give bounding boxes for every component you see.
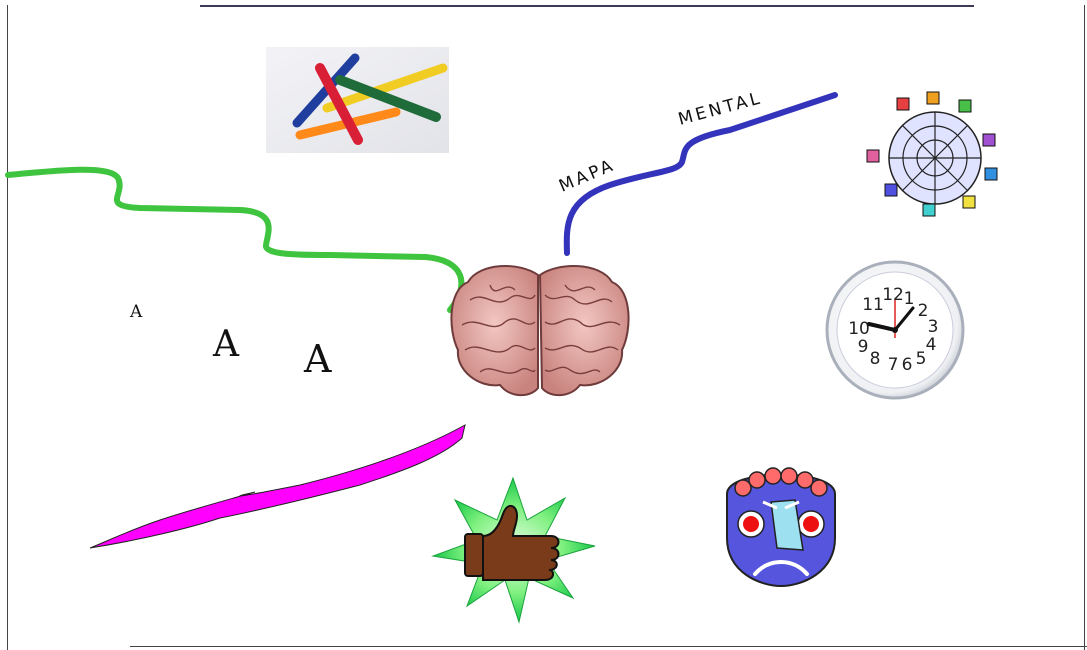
letter-a-small: A — [130, 302, 143, 322]
top-divider — [200, 5, 974, 7]
bottom-divider — [130, 646, 1087, 647]
letter-a-medium: A — [213, 324, 239, 365]
clock-numeral-3: 3 — [928, 317, 939, 337]
green-branch — [5, 166, 465, 313]
right-border — [1084, 5, 1085, 650]
left-border — [7, 5, 8, 650]
branch-label-mapa: MAPA — [556, 155, 618, 196]
clock-numeral-1: 1 — [904, 289, 915, 309]
thumbs-up-icon — [431, 476, 596, 624]
clock-numeral-5: 5 — [916, 349, 927, 369]
clock-numeral-4: 4 — [926, 335, 937, 355]
network-web-icon — [866, 91, 998, 217]
blue-branch — [563, 92, 838, 256]
clock-numeral-7: 7 — [888, 355, 899, 375]
crayons-icon — [266, 47, 449, 153]
letter-a-large: A — [304, 337, 332, 381]
clock-numeral-2: 2 — [918, 301, 929, 321]
clock-numeral-10: 10 — [848, 319, 870, 339]
clock-numeral-12: 12 — [882, 285, 904, 305]
clock-numeral-8: 8 — [870, 349, 881, 369]
clock-numeral-9: 9 — [858, 337, 869, 357]
clock-icon: 12 1 2 3 4 5 6 7 8 9 10 11 — [825, 260, 965, 400]
curved-arrow-icon — [89, 424, 466, 549]
brain-icon — [450, 265, 630, 397]
mask-face-icon — [726, 467, 836, 588]
clock-numeral-11: 11 — [862, 295, 884, 315]
clock-numeral-6: 6 — [902, 355, 913, 375]
